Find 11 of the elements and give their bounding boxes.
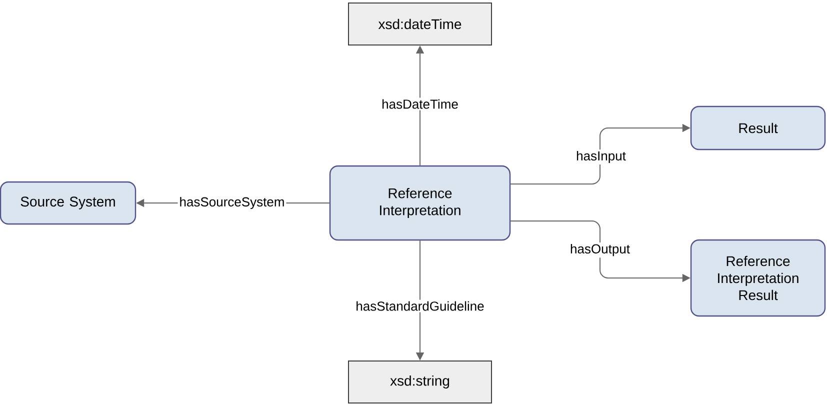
class-box: Source System xyxy=(0,181,136,225)
literal-box: xsd:string xyxy=(348,360,492,404)
edge-label: hasStandardGuideline xyxy=(354,300,486,312)
edge-label: hasSourceSystem xyxy=(178,195,286,211)
edge-label: hasDateTime xyxy=(380,98,460,110)
class-box: Reference Interpretation xyxy=(329,165,511,241)
literal-box: xsd:dateTime xyxy=(348,2,492,46)
edge-label: hasOutput xyxy=(568,242,632,258)
class-box: Result xyxy=(690,106,826,150)
class-box: Reference Interpretation Result xyxy=(690,239,826,317)
edge-label: hasInput xyxy=(574,149,628,165)
